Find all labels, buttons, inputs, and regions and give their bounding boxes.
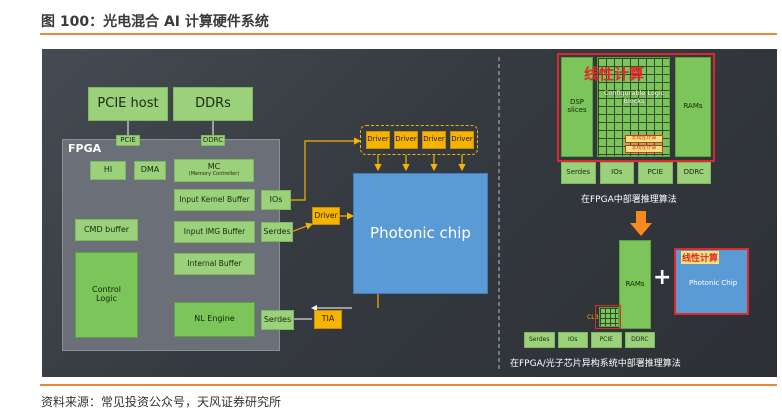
linear-compute-right-label: 线性计算	[681, 251, 720, 264]
input-img-buffer-box: Input IMG Buffer	[174, 221, 255, 243]
io-ddrc-top: DDRC	[676, 162, 711, 184]
nonlinear-tag-a: 非线性计算	[625, 135, 663, 143]
io-serdes-top: Serdes	[561, 162, 596, 184]
nonlinear-box-bottom	[595, 305, 621, 329]
cmd-buffer-box: CMD buffer	[75, 219, 138, 241]
clb-bottom-grid	[599, 307, 619, 327]
caption-top: 在FPGA中部署推理算法	[581, 195, 677, 205]
photonic-chip-small-label: Photonic Chip	[689, 279, 738, 287]
io-ddrc-bottom: DDRC	[624, 332, 655, 348]
fpga-fabric-top	[557, 53, 715, 162]
clb-bottom-label: CLB	[587, 314, 599, 321]
ios-box: IOs	[261, 190, 291, 210]
figure-title: 图 100：光电混合 AI 计算硬件系统	[41, 14, 269, 30]
io-pcie-bottom: PCIE	[591, 332, 622, 348]
input-kernel-buffer-box: Input Kernel Buffer	[174, 189, 255, 211]
io-ios-top: IOs	[599, 162, 634, 184]
nonlinear-tag-b: 非线性计算	[625, 145, 663, 153]
top-io-row: Serdes IOs PCIE DDRC	[561, 162, 711, 184]
control-logic-box: Control Logic	[75, 252, 138, 338]
bottom-io-row: Serdes IOs PCIE DDRC	[524, 332, 655, 348]
title-rule	[40, 33, 777, 35]
io-serdes-bottom: Serdes	[524, 332, 555, 348]
internal-buffer-box: Internal Buffer	[174, 253, 255, 275]
tia-box: TIA	[314, 310, 342, 329]
driver-box-3: Driver	[422, 131, 446, 149]
ddrc-box: DDRC	[201, 135, 225, 146]
pcie-host-label: PCIE host	[97, 95, 159, 111]
driver-box-1: Driver	[366, 131, 390, 149]
clb-label: Configurable Logic Blocks	[603, 89, 665, 105]
ddrs-label: DDRs	[195, 95, 231, 111]
driver-group	[360, 125, 478, 155]
dma-box: DMA	[134, 161, 166, 180]
ddrs-box: DDRs	[173, 87, 253, 121]
diagram-panel: PCIE host DDRs FPGA PCIE DDRC HI DMA MC …	[42, 49, 777, 377]
mc-box: MC (Memory Controller)	[174, 159, 254, 182]
driver-box-4: Driver	[450, 131, 474, 149]
serdes-top-box: Serdes	[261, 222, 293, 242]
pcie-host-box: PCIE host	[88, 87, 168, 121]
caption-bottom: 在FPGA/光子芯片异构系统中部署推理算法	[510, 359, 681, 369]
io-pcie-top: PCIE	[638, 162, 673, 184]
plus-sign: +	[653, 265, 672, 290]
source-rule	[40, 384, 777, 386]
driver-box-2: Driver	[394, 131, 418, 149]
source-note: 资料来源：常见投资公众号，天风证券研究所	[41, 395, 282, 409]
nl-engine-box: NL Engine	[174, 302, 255, 337]
driver-single-box: Driver	[312, 207, 340, 225]
photonic-chip-box: Photonic chip	[353, 173, 488, 294]
fpga-label: FPGA	[68, 142, 102, 155]
dsp-slices-box: DSP slices	[561, 57, 593, 157]
down-arrow-icon	[630, 211, 652, 236]
pcie-box: PCIE	[116, 135, 140, 146]
rams-bottom-box: RAMs	[619, 240, 651, 329]
rams-top-box: RAMs	[675, 57, 711, 157]
io-ios-bottom: IOs	[557, 332, 588, 348]
linear-compute-top-label: 线性计算	[584, 65, 645, 83]
hi-box: HI	[90, 161, 126, 180]
serdes-bottom-box: Serdes	[261, 310, 294, 330]
